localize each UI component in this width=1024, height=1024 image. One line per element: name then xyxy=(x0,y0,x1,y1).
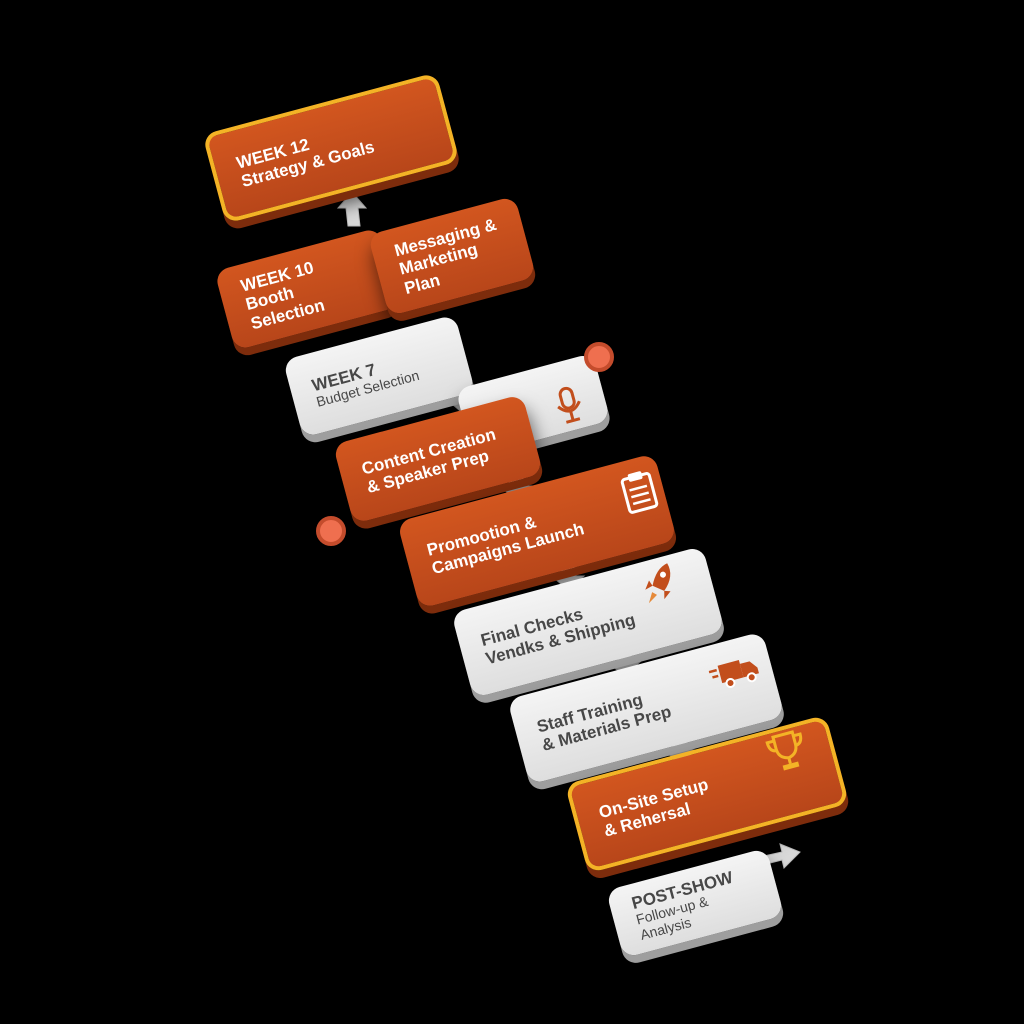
truck-icon xyxy=(705,645,761,701)
clipboard-icon xyxy=(611,463,667,519)
rocket-icon xyxy=(631,555,687,611)
accent-dot-1 xyxy=(584,342,614,372)
trophy-icon xyxy=(759,723,815,779)
accent-dot-2 xyxy=(316,516,346,546)
arrow-up-1 xyxy=(336,191,368,227)
microphone-icon xyxy=(541,377,597,433)
